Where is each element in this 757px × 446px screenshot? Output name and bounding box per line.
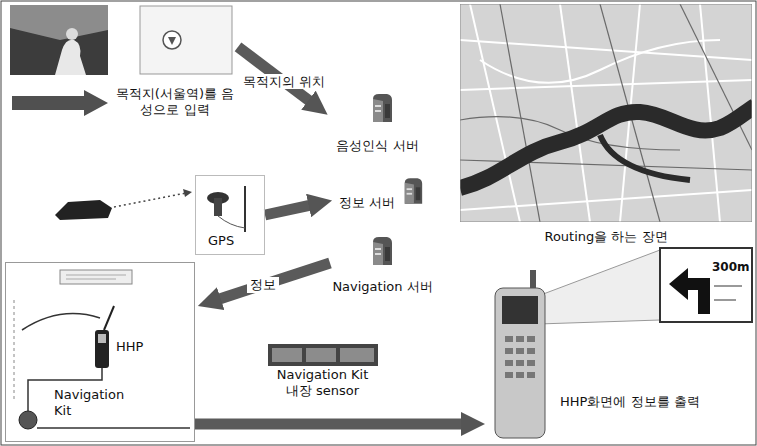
dotted-link (114, 193, 186, 207)
kit-label: Navigation Kit (265, 367, 380, 383)
car-icon (55, 200, 112, 220)
kit-label: Navigation Kit (54, 387, 134, 418)
flow-arrow (265, 205, 311, 215)
handset-output: HHP화면에 정보를 출력 300m (488, 248, 753, 442)
photo (10, 5, 108, 75)
speech-input: 목적지(서울역)를 음성으로 입력 (112, 4, 238, 134)
route-map-panel: Routing을 하는 장면 (460, 4, 755, 248)
output-label: HHP화면에 정보를 출력 (560, 394, 700, 410)
speech-server: 음성인식 서버 (330, 92, 428, 162)
server-label: 정보 서버 (339, 195, 395, 211)
server-icon (405, 178, 422, 204)
navigation-kit-image (268, 344, 378, 366)
distance-value: 300m (712, 260, 750, 274)
input-arrow (12, 90, 108, 116)
edge-label: 목적지의 위치 (240, 74, 328, 90)
hhp-label: HHP (116, 339, 143, 355)
turn-sign (660, 248, 752, 322)
route-map (460, 4, 752, 222)
navigation-server: Navigation 서버 (330, 235, 438, 297)
flow-arrow (219, 263, 330, 299)
edge-label: 정보 (247, 277, 279, 293)
server-icon (373, 94, 392, 122)
gps-antenna (207, 186, 245, 232)
map-caption: Routing을 하는 장면 (460, 229, 752, 245)
flow-arrow (195, 418, 463, 429)
server-label: Navigation 서버 (330, 279, 435, 295)
server-icon (373, 237, 392, 265)
hhp-panel: HHP Navigation Kit (5, 262, 195, 442)
input-label: 목적지(서울역)를 음성으로 입력 (115, 86, 235, 117)
gps-label: GPS (208, 233, 234, 249)
hhp-setup (14, 270, 190, 429)
navigation-kit: Navigation Kit내장 sensor (265, 343, 383, 405)
dotted-link-head (183, 189, 192, 197)
sensor-label: 내장 sensor (265, 383, 380, 399)
screen-image (140, 6, 232, 74)
handset (495, 250, 660, 438)
server-label: 음성인식 서버 (330, 138, 425, 154)
info-server: 정보 서버 (335, 175, 425, 220)
gps-box: GPS (195, 175, 265, 255)
